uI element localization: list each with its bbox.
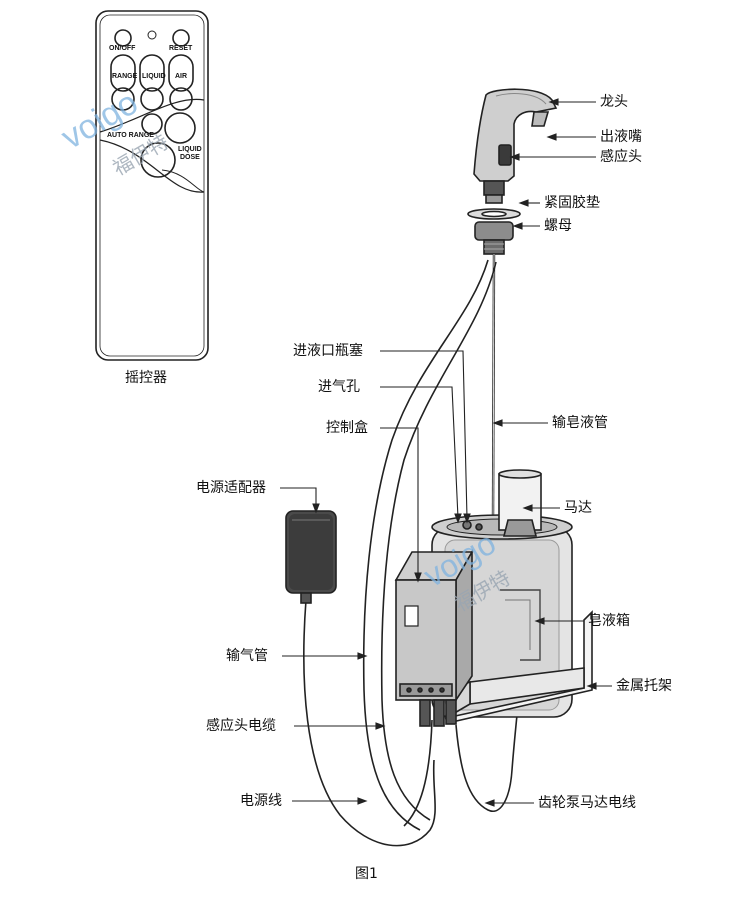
label-power-cord: 电源线	[240, 793, 282, 809]
remote-liquid-dose-label-2: DOSE	[180, 154, 200, 161]
sensor-window	[498, 144, 512, 166]
remote-auto-range-label: AUTO RANGE	[107, 132, 154, 139]
label-sensor-cable: 感应头电缆	[206, 718, 276, 734]
label-air-inlet: 进气孔	[318, 379, 360, 395]
label-faucet: 龙头	[600, 94, 628, 110]
remote-caption: 摇控器	[125, 370, 167, 386]
air-inlet	[475, 523, 483, 531]
remote-liquid-label: LIQUID	[142, 73, 166, 80]
label-pump-motor-wire: 齿轮泵马达电线	[538, 795, 636, 811]
label-control-box: 控制盒	[326, 420, 368, 436]
label-soap-tank: 皂液箱	[588, 613, 630, 629]
label-air-tube: 输气管	[226, 648, 268, 664]
remote-reset-label: RESET	[169, 45, 193, 52]
tubes-and-cables	[303, 253, 523, 847]
faucet	[467, 88, 558, 255]
remote-range-label: RANGE	[112, 73, 138, 80]
label-sensor: 感应头	[600, 149, 642, 165]
nut	[474, 221, 514, 241]
power-adapter	[285, 510, 337, 604]
leader-lines	[280, 98, 612, 807]
label-power-adapter: 电源适配器	[196, 480, 266, 496]
remote-control	[95, 10, 209, 361]
label-nut: 螺母	[544, 218, 572, 234]
remote-liquid-dose-label-1: LIQUID	[178, 146, 202, 153]
label-bottle-stopper: 进液口瓶塞	[293, 343, 363, 359]
label-gasket: 紧固胶垫	[544, 195, 600, 211]
label-spout: 出液嘴	[600, 129, 642, 145]
figure-caption: 图1	[355, 866, 378, 882]
remote-air-label: AIR	[175, 73, 187, 80]
label-metal-bracket: 金属托架	[616, 678, 672, 694]
remote-on-off-label: ON/OFF	[109, 45, 136, 52]
remote-button-labels: ON/OFF RESET RANGE LIQUID AIR AUTO RANGE…	[107, 45, 202, 161]
label-motor: 马达	[564, 500, 592, 516]
label-soap-tube: 输皂液管	[552, 415, 608, 431]
